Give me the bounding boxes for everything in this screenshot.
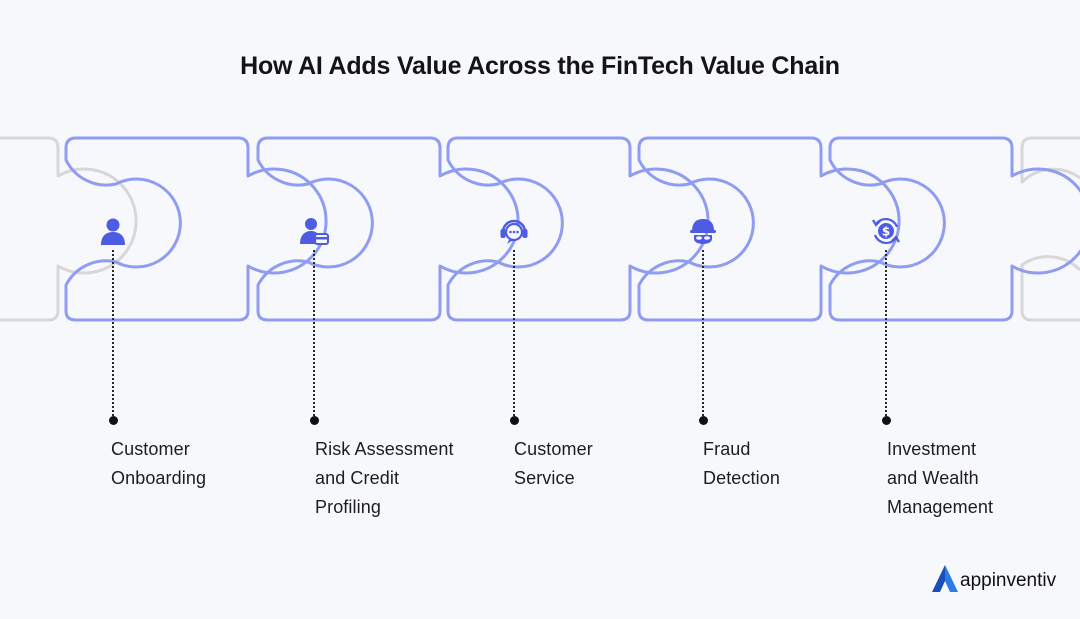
puzzle-chain <box>0 136 1080 322</box>
connector-dot <box>309 416 319 425</box>
masked-thief-icon <box>687 215 719 247</box>
user-card-icon <box>298 215 330 247</box>
dotted-connector <box>702 250 704 416</box>
dollar-cycle-icon: $ <box>870 215 902 247</box>
step-label: Customer Onboarding <box>111 439 207 488</box>
svg-text:$: $ <box>882 225 890 239</box>
dotted-connector <box>313 250 315 416</box>
dotted-connector <box>513 250 515 416</box>
step-label: Customer Service <box>514 439 593 488</box>
faded-piece-right <box>1020 136 1080 322</box>
connector-dot <box>509 416 519 425</box>
user-icon <box>97 215 129 247</box>
connector-dot <box>698 416 708 425</box>
puzzle-piece <box>637 136 901 322</box>
support-chat-icon <box>498 215 530 247</box>
puzzle-piece <box>446 136 710 322</box>
connector-dot <box>108 416 118 425</box>
puzzle-piece <box>256 136 520 322</box>
diagram-title: How AI Adds Value Across the FinTech Val… <box>240 52 840 80</box>
brand: appinventiv <box>931 564 1057 599</box>
step-label: Investment and Wealth Management <box>887 439 994 517</box>
dotted-connector <box>112 250 114 416</box>
puzzle-piece <box>828 136 1080 322</box>
step-label: Risk Assessment and Credit Profiling <box>315 439 454 517</box>
faded-piece-left <box>0 136 138 322</box>
appinventiv-logo-icon <box>931 564 959 599</box>
step-label: Fraud Detection <box>703 439 780 488</box>
brand-name: appinventiv <box>960 570 1057 591</box>
dotted-connector <box>885 250 887 416</box>
connector-dot <box>881 416 891 425</box>
